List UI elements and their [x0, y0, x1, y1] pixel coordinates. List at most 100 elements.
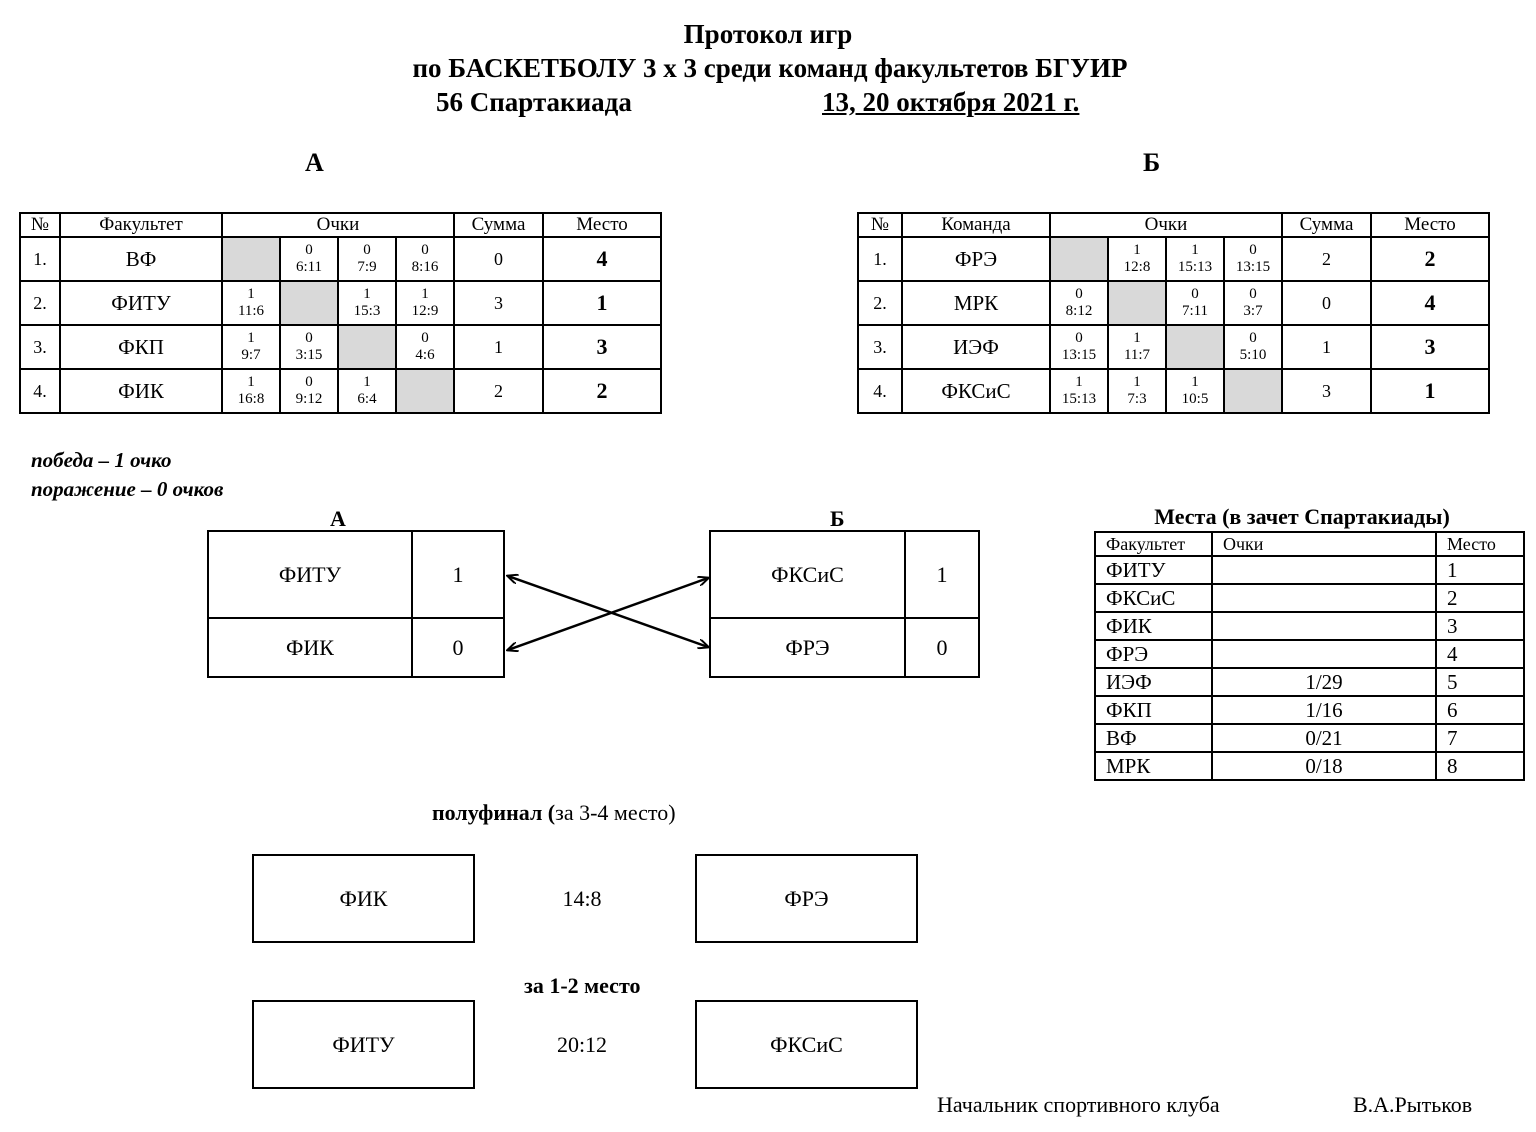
final-label: за 1-2 место — [524, 973, 641, 998]
match-score: 11:7 — [1123, 347, 1151, 363]
semi-a-score-2: 0 — [411, 617, 505, 678]
arrow-cross-1 — [508, 576, 708, 647]
standings-place: 2 — [1435, 583, 1525, 613]
third-place-score: 14:8 — [562, 886, 602, 911]
semi-b-score-1: 1 — [904, 530, 980, 619]
standings-team: ИЭФ — [1094, 667, 1213, 697]
header-team: Команда — [901, 212, 1051, 238]
standings-place: 5 — [1435, 667, 1525, 697]
standings-team: ФРЭ — [1094, 639, 1213, 669]
header-num: № — [19, 212, 61, 238]
standings-title: Места (в зачет Спартакиады) — [1154, 504, 1450, 529]
header-points: Очки — [1049, 212, 1283, 238]
points-sum: 2 — [453, 368, 544, 414]
standings-place: 6 — [1435, 695, 1525, 725]
points-sum: 0 — [453, 236, 544, 282]
arrow-cross-2 — [508, 578, 708, 650]
event-date: 13, 20 октября 2021 г. — [822, 87, 1080, 117]
match-score: 8:12 — [1065, 303, 1093, 319]
group-place: 4 — [1370, 280, 1490, 326]
points-sum: 3 — [453, 280, 544, 326]
standings-points: 1/29 — [1211, 667, 1437, 697]
match-points: 1 — [1133, 242, 1141, 258]
semi-b-score-2: 0 — [904, 617, 980, 678]
self-match-cell — [1107, 280, 1167, 326]
signature-position: Начальник спортивного клуба — [937, 1092, 1220, 1117]
third-place-team-1: ФИК — [252, 854, 475, 943]
semi-a-team-2: ФИК — [207, 617, 413, 678]
header-points: Очки — [221, 212, 455, 238]
third-place-label: полуфинал (за 3-4 место) — [432, 800, 676, 826]
self-match-cell — [1165, 324, 1225, 370]
match-points: 0 — [421, 330, 429, 346]
match-points: 1 — [1191, 242, 1199, 258]
group-place: 1 — [1370, 368, 1490, 414]
team-name: ВФ — [59, 236, 223, 282]
final-team-1: ФИТУ — [252, 1000, 475, 1089]
points-sum: 0 — [1281, 280, 1372, 326]
group-place: 1 — [542, 280, 662, 326]
standings-place: 8 — [1435, 751, 1525, 781]
legend: победа – 1 очко поражение – 0 очков — [31, 446, 223, 504]
standings-points: 0/18 — [1211, 751, 1437, 781]
team-name: ФИТУ — [59, 280, 223, 326]
row-number: 4. — [19, 368, 61, 414]
standings-place: 7 — [1435, 723, 1525, 753]
match-score: 6:4 — [357, 391, 377, 407]
match-score: 13:15 — [1061, 347, 1097, 363]
match-score: 7:11 — [1181, 303, 1209, 319]
row-number: 3. — [857, 324, 903, 370]
match-points: 1 — [1075, 374, 1083, 390]
standings-header-points: Очки — [1211, 531, 1437, 557]
standings-team: ФКП — [1094, 695, 1213, 725]
match-points: 1 — [247, 374, 255, 390]
match-score: 3:15 — [295, 347, 323, 363]
third-place-label-rest: за 3-4 место) — [555, 800, 676, 825]
match-points: 0 — [421, 242, 429, 258]
match-points: 1 — [421, 286, 429, 302]
points-sum: 3 — [1281, 368, 1372, 414]
match-score: 4:6 — [415, 347, 435, 363]
bracket-arrows — [500, 565, 716, 660]
self-match-cell — [221, 236, 281, 282]
legend-win: победа – 1 очко — [31, 448, 172, 472]
header-num: № — [857, 212, 903, 238]
group-a-title: А — [305, 148, 324, 177]
group-b-title: Б — [1143, 148, 1161, 177]
match-points: 1 — [1133, 330, 1141, 346]
standings-team: МРК — [1094, 751, 1213, 781]
row-number: 2. — [857, 280, 903, 326]
event-name: 56 Спартакиада — [436, 87, 632, 117]
standings-team: ВФ — [1094, 723, 1213, 753]
match-points: 0 — [1075, 286, 1083, 302]
self-match-cell — [395, 368, 455, 414]
self-match-cell — [1223, 368, 1283, 414]
self-match-cell — [1049, 236, 1109, 282]
semi-a-score-1: 1 — [411, 530, 505, 619]
